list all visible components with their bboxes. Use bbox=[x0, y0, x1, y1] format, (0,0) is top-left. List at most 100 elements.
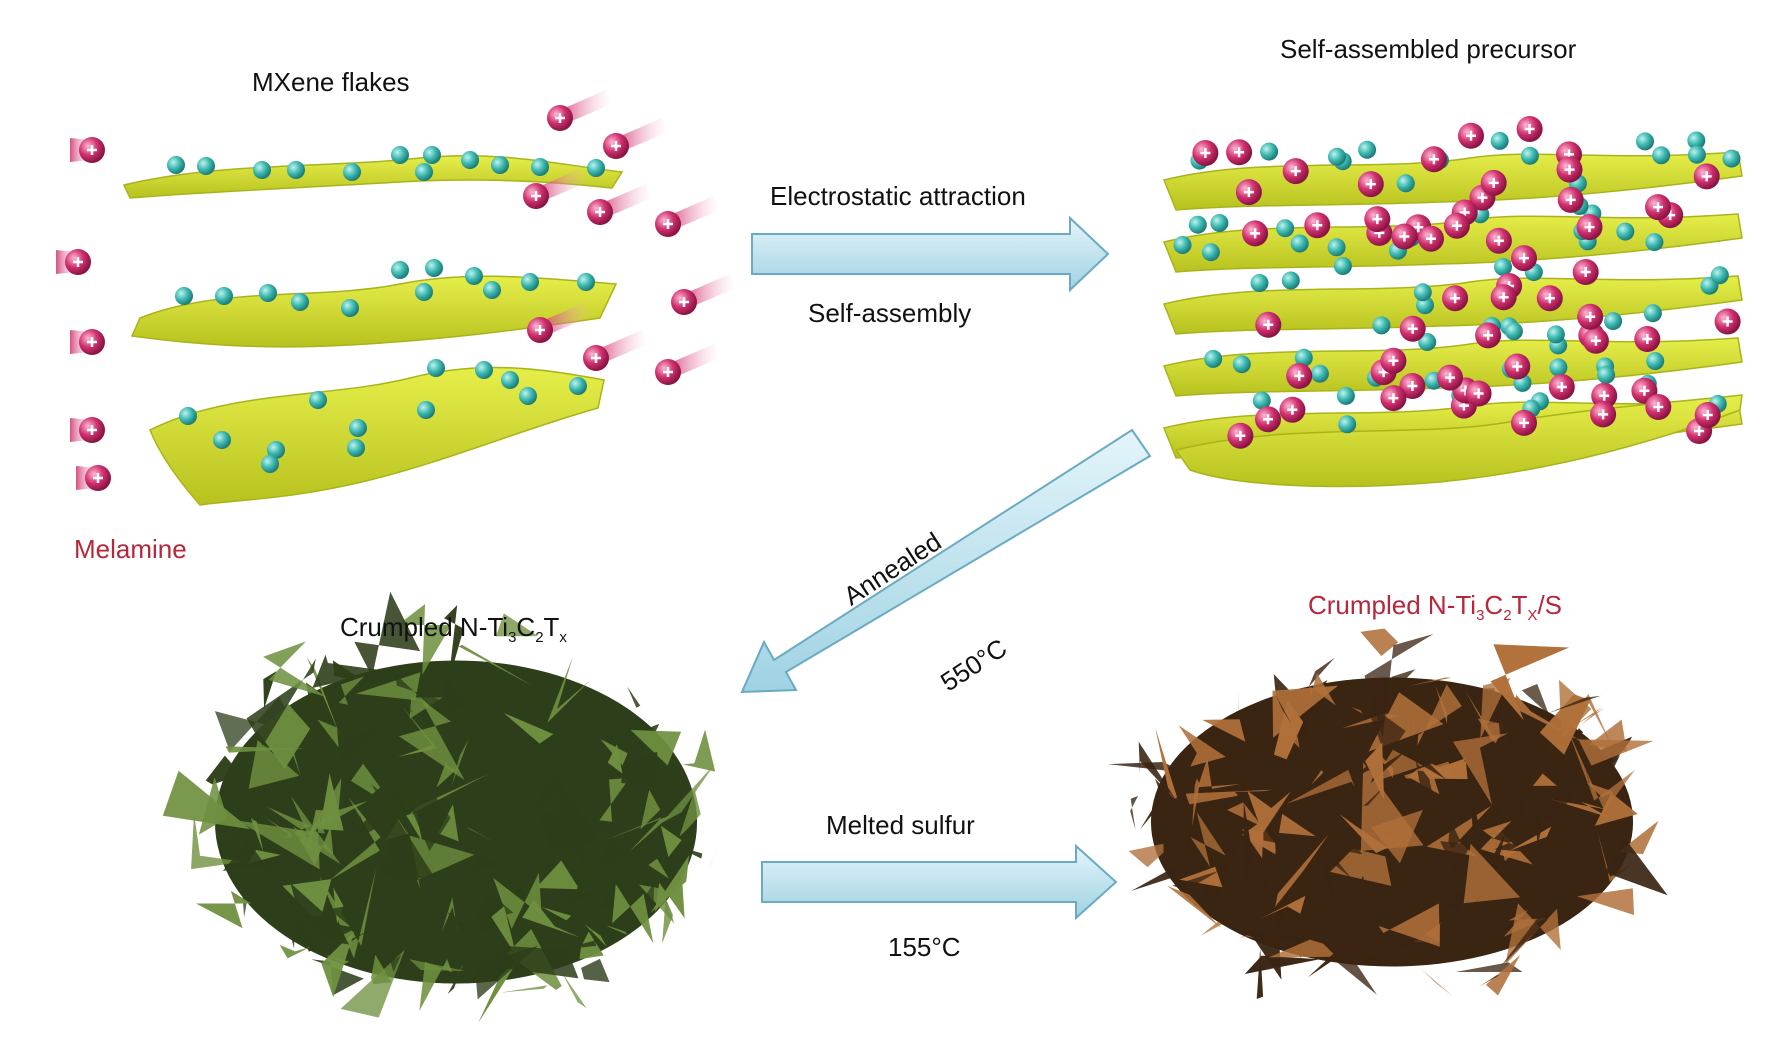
cyan-surface-ball bbox=[347, 439, 365, 457]
cyan-surface-ball bbox=[391, 146, 409, 164]
melamine-charge-sign bbox=[1399, 231, 1410, 242]
melamine-charge-sign bbox=[535, 325, 545, 335]
crumpled-sheet-icon bbox=[599, 777, 630, 822]
crumpled-sheet-icon bbox=[522, 899, 580, 938]
label-sulfur-temperature: 155°C bbox=[888, 932, 961, 962]
crumpled-sheet-icon bbox=[640, 882, 655, 904]
melamine-motion-tail bbox=[540, 302, 592, 338]
crumpled-sheet-icon bbox=[660, 825, 682, 858]
crumpled-sheet-icon bbox=[441, 675, 499, 731]
crumpled-sheet-icon bbox=[279, 944, 312, 959]
melamine-charge-sign bbox=[555, 113, 565, 123]
cyan-surface-ball bbox=[1396, 174, 1415, 193]
crumpled-sheet-icon bbox=[1244, 955, 1320, 974]
melamine-charge-sign bbox=[1250, 228, 1261, 239]
precursor-stack bbox=[1162, 116, 1743, 488]
cyan-surface-ball bbox=[1687, 131, 1706, 150]
melamine-charge-sign bbox=[1388, 393, 1399, 404]
crumpled-sheet-icon bbox=[1351, 707, 1363, 714]
crumpled-sheet-icon bbox=[1261, 895, 1306, 919]
crumpled-sheet-icon bbox=[1576, 888, 1635, 916]
melamine-charge-sign bbox=[1407, 381, 1418, 391]
crumpled-sheet-icon bbox=[1202, 719, 1246, 742]
melamine-charge-sign bbox=[1243, 187, 1254, 198]
label-self-assembled-precursor: Self-assembled precursor bbox=[1280, 34, 1577, 64]
crumpled-sheet-icon bbox=[581, 958, 610, 983]
crumpled-sheet-icon bbox=[1376, 836, 1400, 840]
crumpled-sheet-icon bbox=[338, 780, 417, 849]
cyan-surface-ball bbox=[483, 281, 501, 299]
crumpled-sheet-icon bbox=[1309, 672, 1336, 706]
crumpled-sheet-icon bbox=[312, 654, 388, 688]
crumpled-sheet-icon bbox=[1453, 733, 1509, 805]
cyan-surface-ball bbox=[1338, 415, 1357, 434]
crumpled-sheet-icon bbox=[574, 851, 585, 863]
crumpled-sheet-icon bbox=[560, 925, 597, 950]
melamine-charge-sign bbox=[1544, 293, 1555, 304]
melamine-charge-sign bbox=[1263, 319, 1274, 330]
crumpled-sheet-icon bbox=[1481, 717, 1535, 724]
crumpled-sheet-icon bbox=[328, 876, 359, 927]
melamine-charge-sign bbox=[1451, 220, 1462, 231]
crumpled-sheet-icon bbox=[661, 762, 716, 823]
crumpled-sheet-icon bbox=[1167, 886, 1221, 928]
cyan-surface-ball bbox=[465, 267, 483, 285]
crumpled-sheet-icon bbox=[398, 604, 452, 675]
crumpled-sheet-icon bbox=[562, 893, 602, 924]
crumpled-sheet-icon bbox=[1323, 800, 1363, 855]
melamine-charge-sign bbox=[1564, 164, 1575, 175]
cyan-surface-ball bbox=[215, 287, 233, 305]
cyan-surface-ball bbox=[1710, 266, 1729, 285]
crumpled-sheet-icon bbox=[407, 773, 490, 816]
crumpled-sheet-icon bbox=[1378, 903, 1440, 947]
melamine-charge-sign bbox=[1466, 130, 1476, 141]
crumpled-sheet-icon bbox=[547, 656, 591, 723]
cyan-surface-ball bbox=[569, 377, 587, 395]
crumpled-sheet-icon bbox=[1226, 880, 1264, 923]
crumpled-sheet-icon bbox=[1594, 792, 1638, 826]
melamine-charge-sign bbox=[1599, 390, 1610, 401]
melamine-charge-sign bbox=[1235, 430, 1246, 441]
crumpled-sheet-icon bbox=[1339, 814, 1388, 854]
melamine-charge-sign bbox=[1639, 385, 1650, 396]
cyan-surface-ball bbox=[1494, 257, 1512, 276]
cyan-surface-ball bbox=[1232, 355, 1251, 374]
crumpled-sheet-icon bbox=[456, 964, 464, 976]
cyan-surface-ball bbox=[425, 259, 443, 277]
cyan-surface-ball bbox=[1188, 215, 1207, 234]
crumpled-sheet-icon bbox=[196, 890, 252, 929]
label-crumpled-n-ti3c2tx-s: Crumpled N-Ti3C2TX/S bbox=[1308, 590, 1563, 624]
crumpled-sheet-icon bbox=[375, 862, 414, 891]
crumpled-sheet-icon bbox=[1155, 778, 1187, 810]
crumpled-sheet-icon bbox=[1155, 727, 1179, 802]
cyan-surface-ball bbox=[1604, 312, 1623, 331]
crumpled-sheet-icon bbox=[1256, 948, 1264, 999]
crumpled-sheet-icon bbox=[333, 887, 344, 924]
crumpled-sheet-icon bbox=[1448, 820, 1461, 849]
melamine-charge-sign bbox=[1701, 171, 1712, 182]
cyan-surface-ball bbox=[1413, 283, 1432, 302]
melamine-charge-sign bbox=[1426, 233, 1436, 244]
melamine-charge-sign bbox=[93, 473, 103, 483]
melamine-charge-sign bbox=[679, 297, 689, 307]
cyan-surface-ball bbox=[1652, 146, 1671, 165]
cyan-surface-ball bbox=[1336, 386, 1355, 405]
melamine-charge-sign bbox=[1372, 214, 1383, 225]
melamine-motion-tail bbox=[684, 274, 736, 310]
crumpled-sheet-icon bbox=[385, 812, 435, 880]
melamine-charge-sign bbox=[1642, 334, 1653, 344]
melamine-charge-sign bbox=[1498, 292, 1509, 303]
crumpled-sheet-icon bbox=[1547, 694, 1613, 752]
crumpled-sheet-icon bbox=[1190, 811, 1226, 868]
cyan-surface-ball bbox=[423, 146, 441, 164]
crumpled-sheet-icon bbox=[297, 915, 350, 945]
cyan-surface-ball bbox=[261, 455, 279, 473]
crumpled-sheet-icon bbox=[317, 719, 339, 748]
melamine-motion-tail bbox=[560, 90, 612, 126]
crumpled-sheet-icon bbox=[572, 739, 589, 752]
process-arrow-icon bbox=[751, 215, 1110, 293]
cyan-surface-ball bbox=[587, 159, 605, 177]
crumpled-sheet-icon bbox=[1485, 954, 1521, 996]
crumpled-n-ti3c2tx-s-sheets bbox=[1107, 628, 1668, 999]
